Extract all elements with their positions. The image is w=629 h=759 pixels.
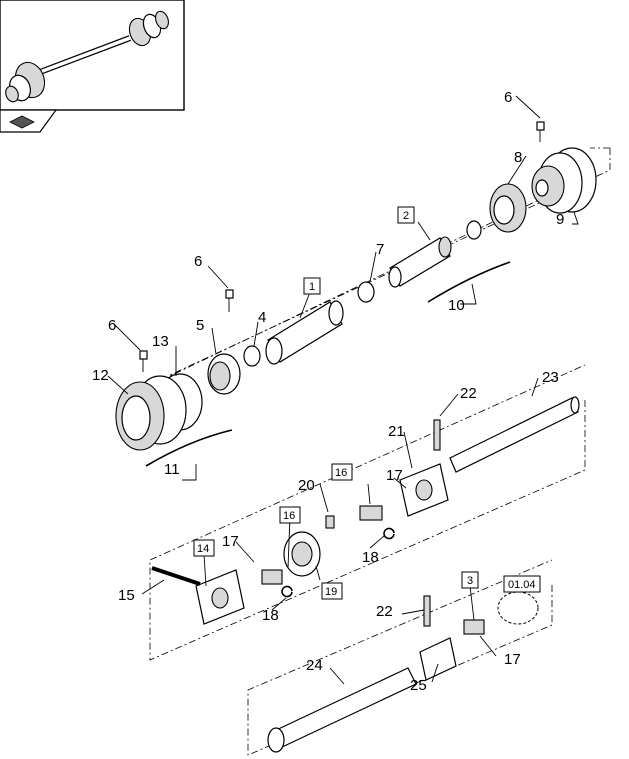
callout-4: 4 [258,309,266,326]
yoke-part-21[interactable] [399,463,449,517]
screw-part-6-left[interactable] [139,350,148,372]
callout-18-upper: 18 [362,549,379,566]
pin-part-15[interactable] [151,566,201,586]
chain-part-11[interactable] [145,429,233,467]
cross-journal-part-3[interactable] [463,619,485,635]
callout-22-lower: 22 [376,603,393,620]
callout-17-upper: 17 [386,467,403,484]
chain-part-10[interactable] [427,261,511,303]
callout-18-lower: 18 [262,607,279,624]
roll-pin-part-22-lower[interactable] [423,595,431,627]
callout-10: 10 [448,297,465,314]
inner-tube-part-2[interactable] [388,236,452,288]
callout-17-lower: 17 [504,651,521,668]
callout-22-upper: 22 [460,385,477,402]
yoke-part-25[interactable] [419,637,457,681]
ring-part-8[interactable] [489,183,527,233]
callout-box-2[interactable]: 2 [397,206,415,224]
assembly-outline-middle [149,364,586,661]
callout-box-01-04[interactable]: 01.04 [503,575,541,593]
callout-8: 8 [514,149,522,166]
assembly-outline-upper [129,147,611,396]
callout-6-mid: 6 [194,253,202,270]
callout-box-16-upper[interactable]: 16 [331,463,353,481]
screw-part-6-top[interactable] [536,121,545,142]
svg-text:19: 19 [325,586,337,598]
svg-text:16: 16 [335,467,347,479]
svg-text:3: 3 [467,575,473,587]
thumbnail-tab[interactable] [0,109,58,133]
callout-11: 11 [164,461,180,478]
callout-20: 20 [298,477,315,494]
assembly-outline-lower [247,559,553,756]
callout-21: 21 [388,423,405,440]
callout-12: 12 [92,367,109,384]
svg-text:01.04: 01.04 [508,579,536,591]
callout-23: 23 [542,369,559,386]
callout-box-14[interactable]: 14 [193,539,215,557]
callout-7: 7 [376,241,384,258]
callout-6-top: 6 [504,89,512,106]
callout-5: 5 [196,317,204,334]
svg-text:16: 16 [283,510,295,522]
thumbnail-driveshaft-image [5,10,169,103]
ring-part-4[interactable] [243,345,261,367]
leader-lines [107,95,579,685]
ring-part-7[interactable] [357,281,375,303]
flange-part-19[interactable] [283,531,321,577]
callout-17-mid: 17 [222,533,239,550]
yoke-part-14[interactable] [195,569,245,625]
callout-25: 25 [410,677,427,694]
callout-box-16-lower[interactable]: 16 [279,506,301,524]
shroud-part-12[interactable] [115,373,203,451]
callout-9: 9 [556,211,564,228]
callout-15: 15 [118,587,135,604]
outer-profile-tube-part-23[interactable] [449,396,580,473]
callout-13: 13 [152,333,169,350]
callout-24: 24 [306,657,323,674]
callout-box-19[interactable]: 19 [321,582,343,600]
cross-journal-part-16-upper[interactable] [359,505,383,521]
svg-text:1: 1 [309,281,315,293]
inner-profile-tube-part-24[interactable] [267,667,417,753]
bearing-part-5[interactable] [207,353,241,395]
screw-part-6-mid[interactable] [225,289,234,312]
retaining-ring[interactable] [466,220,482,240]
shroud-part-9[interactable] [531,147,597,214]
roll-pin-part-22-upper[interactable] [433,419,441,451]
callout-box-3[interactable]: 3 [461,571,479,589]
callout-box-1[interactable]: 1 [303,277,321,295]
grease-nipple-part-20[interactable] [325,515,335,529]
outer-tube-part-1[interactable] [265,300,344,365]
callout-6-left: 6 [108,317,116,334]
cross-journal-part-16-lower[interactable] [261,569,283,585]
thumbnail-inset[interactable] [0,0,185,111]
svg-text:2: 2 [403,210,409,222]
book-arrow-icon [9,115,35,129]
reference-assembly-01-04[interactable] [497,591,539,625]
svg-text:14: 14 [197,543,209,555]
clips-part-18 [281,527,395,598]
